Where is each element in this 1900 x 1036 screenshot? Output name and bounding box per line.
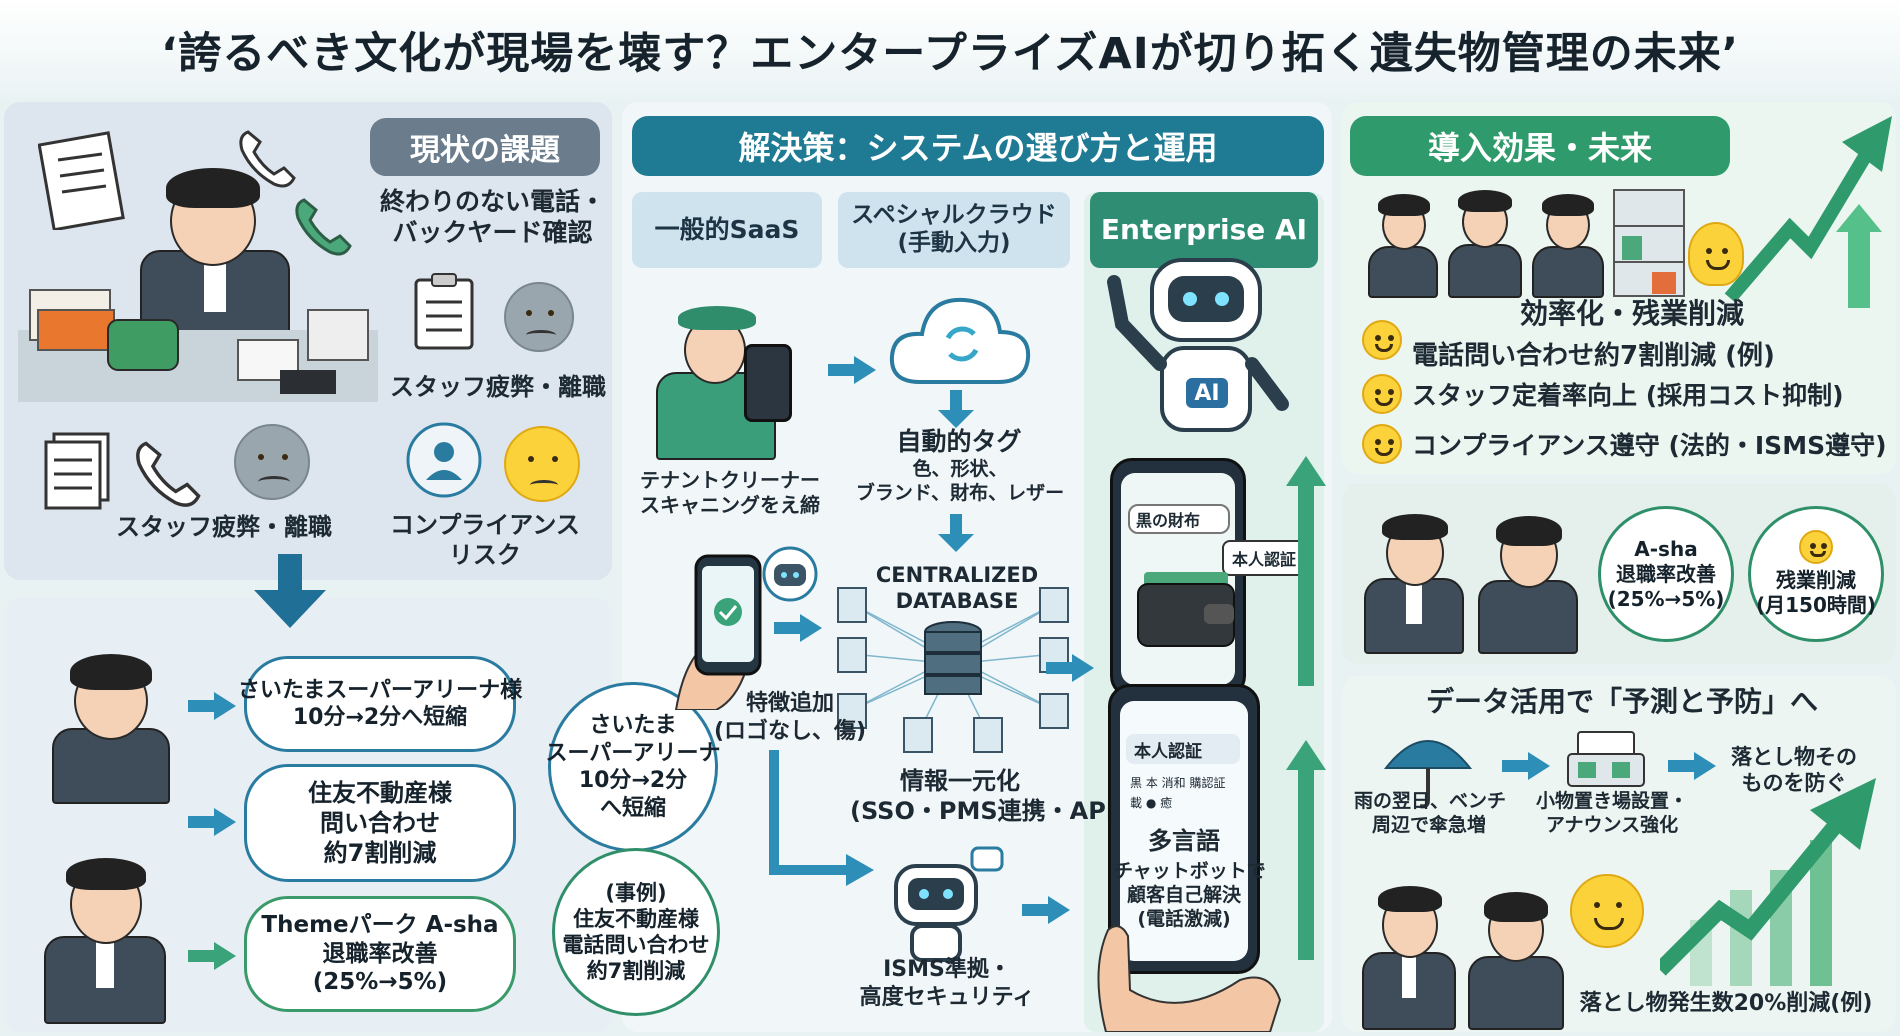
column-header-saas: 一般的SaaS xyxy=(632,192,822,268)
stacked-documents-icon xyxy=(44,432,110,510)
document-icon xyxy=(38,131,125,230)
smiling-staff-pair xyxy=(1354,862,1574,1032)
search-query-text: 黒の財布 xyxy=(1136,511,1201,530)
clipboard-icon xyxy=(414,273,474,350)
search-bar: 黒の財布 xyxy=(1128,504,1230,534)
crying-face-icon xyxy=(234,424,310,500)
arrow-right-icon xyxy=(188,942,236,970)
arrow-down-icon xyxy=(938,390,974,428)
case-saitama-circle: さいたま スーパーアリーナ 10分→2分 へ短縮 xyxy=(546,682,720,852)
cleaner-label: テナントクリーナー スキャニングをえ締 xyxy=(640,468,820,517)
cluttered-desk-illustration xyxy=(18,289,378,402)
database-label: CENTRALIZED DATABASE xyxy=(875,563,1039,614)
overtime-result-circle: 残業削減 (月150時間) xyxy=(1748,506,1884,642)
hand-phone-illustration xyxy=(674,554,762,710)
centralized-database-network xyxy=(837,587,1069,753)
case-sumitomo-circle: (事例) 住友不動産様 電話問い合わせ 約7割削減 xyxy=(552,848,720,1016)
happy-staff-group xyxy=(1362,190,1612,300)
isms-label: ISMS準拠・ 高度セキュリティ xyxy=(859,957,1035,1010)
case-sumitomo: 住友不動産様 問い合わせ 約7割削減 xyxy=(244,764,516,882)
effect-item-1: 電話問い合わせ約7割削減 (例) xyxy=(1412,341,1775,371)
cheering-staff-pair xyxy=(1354,496,1594,656)
data-utilization-title: データ活用で「予測と予防」へ xyxy=(1425,685,1818,718)
hand-holding-phone xyxy=(1097,925,1282,1032)
phone-ringing-icon xyxy=(136,441,201,507)
storage-box-icon xyxy=(1567,731,1645,787)
smile-icon xyxy=(1362,320,1402,360)
auto-tag-label: 自動的タグ xyxy=(896,427,1022,456)
growth-up-arrow xyxy=(1286,456,1326,686)
shelf-icon xyxy=(1613,189,1685,297)
efficiency-label: 効率化・残業削減 xyxy=(1520,297,1745,330)
arrow-right-icon xyxy=(774,614,822,642)
feature-add-label: 特徴追加 (ロゴなし、傷) xyxy=(714,691,867,744)
multilingual-label: 多言語 xyxy=(1148,827,1220,855)
page-title: ‘誇るべき文化が現場を壊す？エンタープライズAIが切り拓く遺失物管理の未来’ xyxy=(160,29,1740,79)
effect-item-2: スタッフ定着率向上 (採用コスト抑制) xyxy=(1412,381,1844,410)
staff-man-illustration xyxy=(40,836,170,1026)
phone-receiver-green-icon xyxy=(295,198,352,256)
security-robot-icon xyxy=(894,846,1004,962)
happy-mascot-icon xyxy=(1688,222,1744,286)
arrow-right-icon xyxy=(828,356,876,384)
overtime-text: 残業削減 (月150時間) xyxy=(1755,568,1877,617)
arrow-down-icon xyxy=(938,514,974,552)
verify-header: 本人認証 xyxy=(1126,734,1240,764)
down-arrow-icon xyxy=(254,554,326,628)
effect-item-3: コンプライアンス遵守 (法的・ISMS遵守) xyxy=(1412,431,1887,460)
reduction-growth-chart xyxy=(1660,778,1876,986)
verify-bubble: 本人認証 xyxy=(1222,540,1307,576)
arrow-right-icon xyxy=(1668,752,1716,780)
worried-face-icon xyxy=(504,426,580,502)
arrow-right-icon xyxy=(1502,752,1550,780)
flow-step-3: 落とし物その ものを防ぐ xyxy=(1731,745,1857,796)
ai-chest-badge: AI xyxy=(1186,378,1228,408)
ai-robot-illustration xyxy=(1107,258,1289,432)
smile-icon xyxy=(1799,530,1833,564)
unify-label: 情報一元化 (SSO・PMS連携・API) xyxy=(850,767,1126,825)
phone-receiver-icon xyxy=(239,130,296,188)
wallet-icon xyxy=(1137,572,1235,647)
case-theme-park: Themeパーク A-sha 退職率改善 (25%→5%) xyxy=(244,896,516,1012)
arrow-right-icon xyxy=(188,692,236,720)
smile-icon xyxy=(1362,374,1402,414)
language-row-1: 黒 本 消和 購認証 xyxy=(1130,776,1226,790)
cloud-sync-icon xyxy=(889,297,1031,384)
umbrella-icon xyxy=(1383,740,1473,809)
growth-arrow-large xyxy=(1724,116,1892,308)
elbow-arrow xyxy=(769,750,874,886)
language-row-2: 載 ● 癒 xyxy=(1130,796,1173,810)
case-saitama: さいたまスーパーアリーナ様 10分→2分へ短縮 xyxy=(238,656,522,752)
fatigue-label-right: スタッフ疲弊・離職 xyxy=(390,373,606,401)
growth-up-arrow xyxy=(1286,740,1326,960)
issues-header: 現状の課題 xyxy=(370,118,600,176)
flow-step-2: 小物置き場設置・ アナウンス強化 xyxy=(1535,790,1688,836)
solution-header: 解決策：システムの選び方と運用 xyxy=(632,116,1324,176)
arrow-right-icon xyxy=(188,808,236,836)
chatbot-icon xyxy=(762,546,818,602)
arrow-right-icon xyxy=(1046,654,1094,682)
reduction-label: 落とし物発生数20%削減(例) xyxy=(1579,991,1873,1016)
fatigue-label-left: スタッフ疲弊・離職 xyxy=(116,513,332,541)
auto-tag-detail: 色、形状、 ブランド、財布、レザー xyxy=(855,458,1065,504)
phone-issue-label: 終わりのない電話・ バックヤード確認 xyxy=(380,187,606,248)
chatbot-label: チャットボットで 顧客自己解決 (電話激減) xyxy=(1114,860,1266,930)
smile-icon xyxy=(1362,424,1402,464)
effects-header: 導入効果・未来 xyxy=(1350,116,1730,176)
asha-result-circle: A-sha 退職率改善 (25%→5%) xyxy=(1598,506,1734,642)
flow-step-1: 雨の翌日、ベンチ 周辺で傘急増 xyxy=(1354,790,1507,836)
column-header-enterprise: Enterprise AI xyxy=(1090,192,1318,268)
column-header-cloud: スペシャルクラウド (手動入力) xyxy=(838,192,1070,268)
cleaner-illustration xyxy=(640,282,800,462)
compliance-risk-label: コンプライアンス リスク xyxy=(390,511,580,569)
stressed-woman-illustration xyxy=(46,636,176,806)
smile-icon xyxy=(1570,874,1644,948)
arrow-right-icon xyxy=(1022,896,1070,924)
frustrated-face-icon xyxy=(504,282,574,352)
title-bar: ‘誇るべき文化が現場を壊す？エンタープライズAIが切り拓く遺失物管理の未来’ xyxy=(0,0,1900,100)
person-cycle-icon xyxy=(406,422,482,498)
